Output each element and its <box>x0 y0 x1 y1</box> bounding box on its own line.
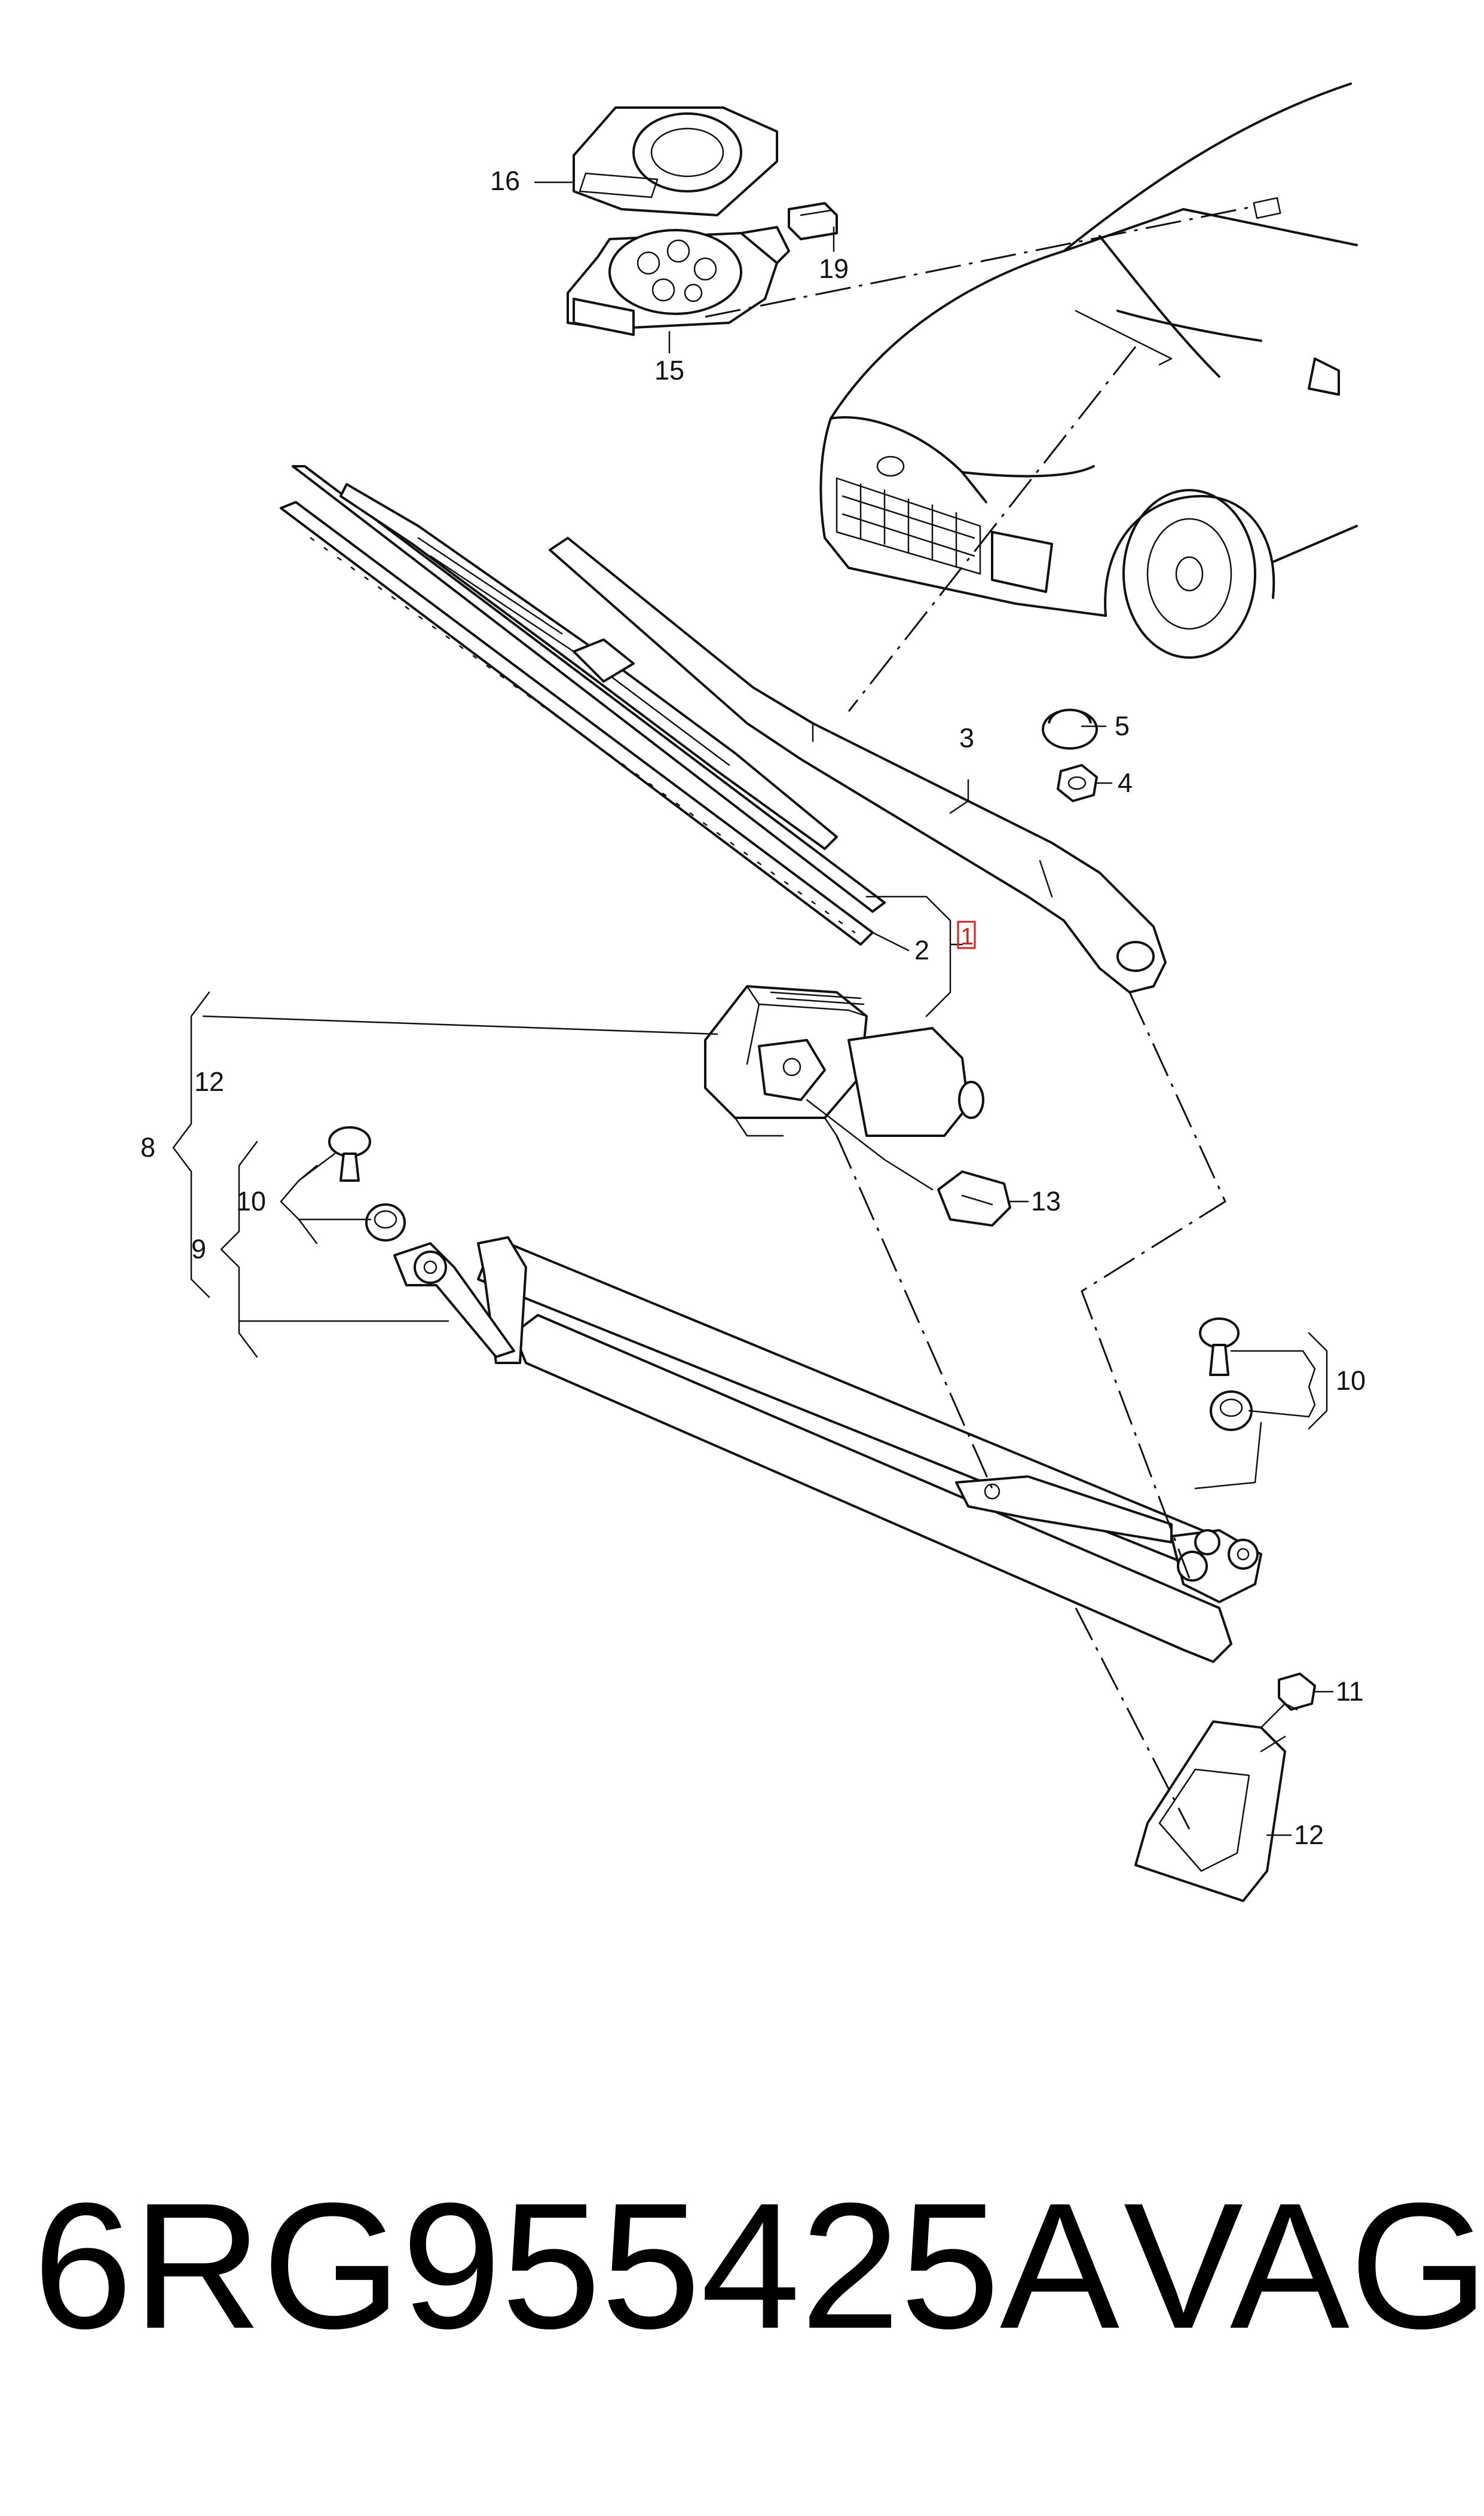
footer: 6RG955425A VAG <box>0 2176 1484 2415</box>
wiper-linkage <box>393 1236 1262 1663</box>
callout-8: 8 <box>140 1132 155 1163</box>
brand-name: VAG <box>1124 2165 1484 2366</box>
callout-1: 1 <box>960 924 974 950</box>
alignment-lines <box>705 205 1256 1830</box>
wiper-motor <box>704 985 984 1137</box>
wiper-arm <box>549 537 1167 993</box>
callout-10-right: 10 <box>1336 1365 1366 1396</box>
cap-and-nut <box>1042 708 1098 802</box>
callout-9: 9 <box>191 1234 206 1264</box>
callout-15: 15 <box>654 355 684 386</box>
car-illustration <box>819 82 1358 659</box>
leader-lines <box>172 181 1334 1836</box>
rain-sensor <box>567 226 790 336</box>
wiper-blade <box>280 465 886 946</box>
callout-19: 19 <box>819 253 849 284</box>
callout-12-lower: 12 <box>1294 1820 1324 1850</box>
callout-3: 3 <box>959 723 974 753</box>
motor-connector <box>937 1170 1011 1227</box>
callout-4: 4 <box>1118 768 1133 798</box>
rain-sensor-cover <box>573 106 778 216</box>
callout-5: 5 <box>1115 711 1130 741</box>
callout-11: 11 <box>1336 1676 1364 1707</box>
bolts-and-grommets <box>328 1126 1316 1711</box>
callout-1-highlight-box <box>957 921 976 949</box>
callout-10-left: 10 <box>236 1186 266 1216</box>
callout-2: 2 <box>914 935 929 965</box>
callout-16: 16 <box>490 166 520 196</box>
callout-13: 13 <box>1031 1186 1061 1216</box>
spindle-housing <box>1134 1702 1298 1902</box>
sensor-connector <box>788 202 838 240</box>
callout-12-upper: 12 <box>194 1066 224 1097</box>
part-number: 6RG955425A <box>33 2165 1120 2366</box>
